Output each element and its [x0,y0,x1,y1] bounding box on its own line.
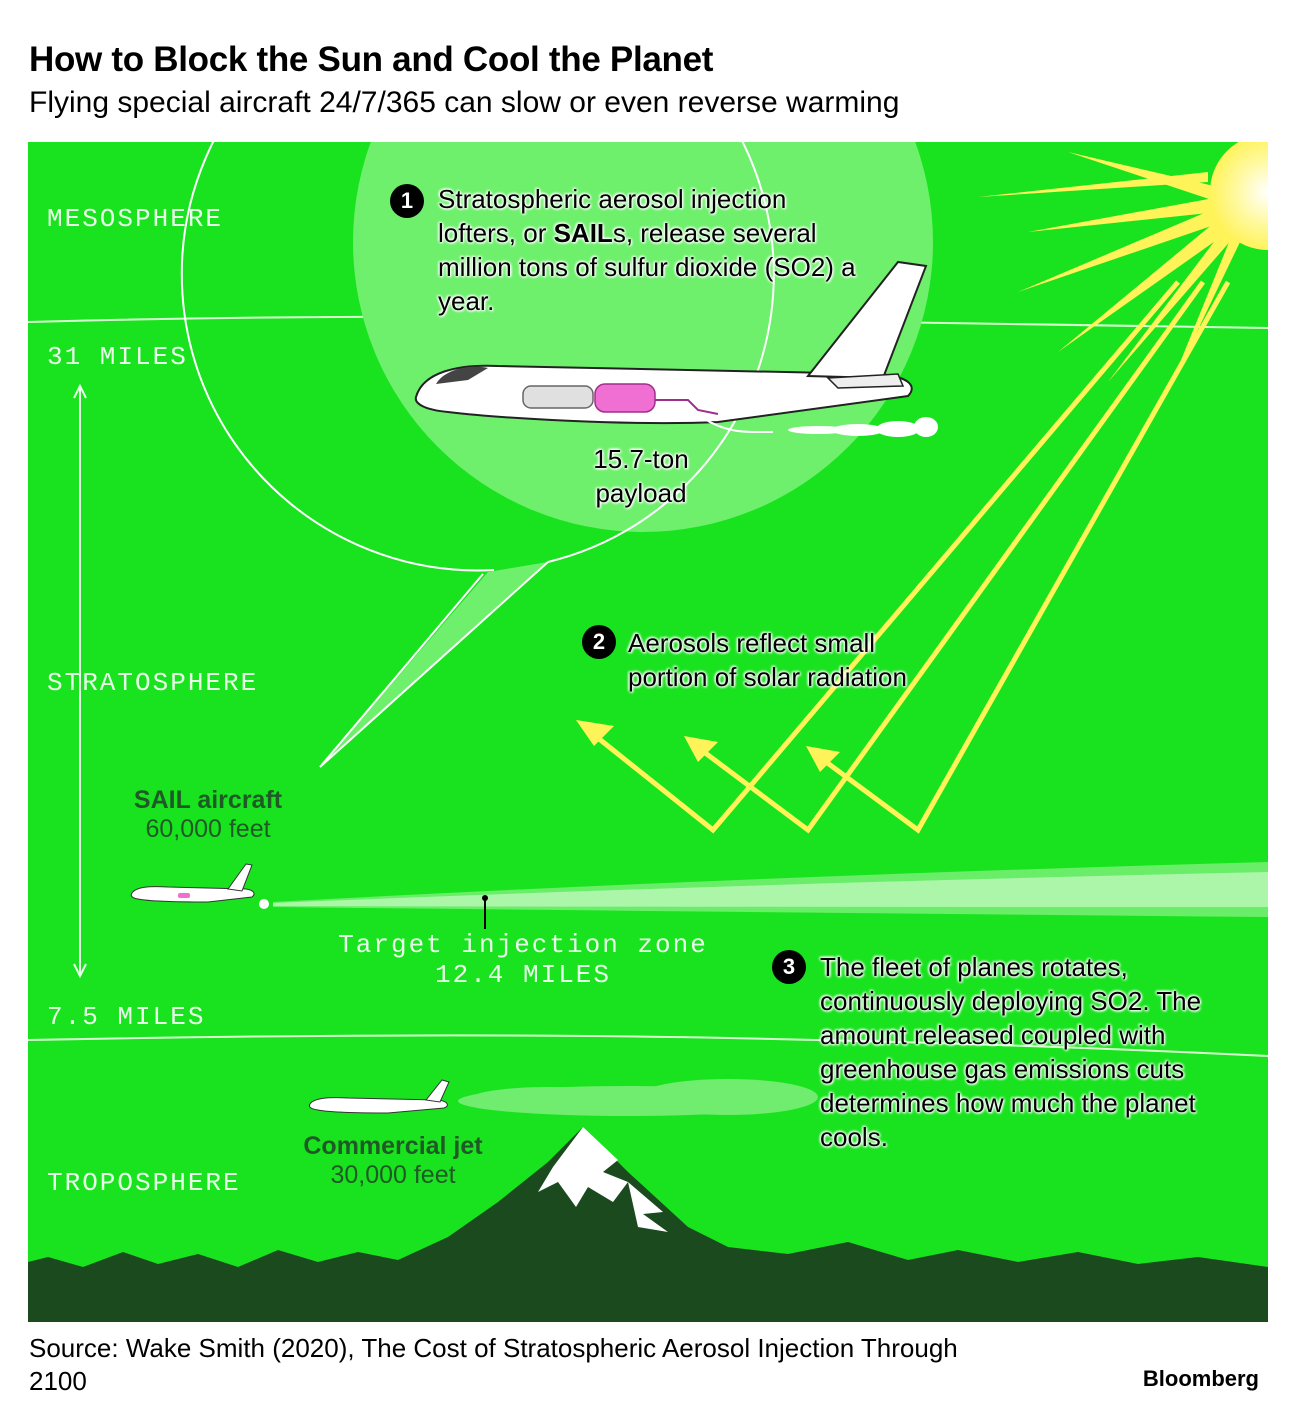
step-3-badge: 3 [772,950,806,984]
troposphere-label: TROPOSPHERE [47,1168,241,1198]
commercial-jet-icon [308,1079,450,1114]
atmosphere-diagram: MESOSPHERE 31 MILES STRATOSPHERE 7.5 MIL… [28,142,1268,1322]
payload-label: 15.7-ton payload [593,444,689,508]
sun-icon [1210,142,1268,250]
solar-radiation-rays [591,280,1231,834]
step-1-badge: 1 [390,184,424,218]
step-2-text: Aerosols reflect small portion of solar … [628,628,907,692]
step-3-text: The fleet of planes rotates, continuousl… [820,952,1202,1152]
source-note: Source: Wake Smith (2020), The Cost of S… [29,1333,958,1396]
detail-exhaust-plume [788,417,938,437]
step-2-badge: 2 [582,625,616,659]
diagram-graphics [28,142,1268,1322]
sail-aircraft-icon [130,863,255,903]
stratosphere-label: STRATOSPHERE [47,668,259,698]
sun-rays-icon [978,152,1240,392]
page-title: How to Block the Sun and Cool the Planet [29,40,714,79]
injection-zone-plume [259,862,1268,917]
sail-aircraft-detail-icon [414,260,928,434]
brand-logo: Bloomberg [1142,1366,1259,1391]
step-1-text: Stratospheric aerosol injection lofters,… [438,184,856,316]
altitude-top-label: 31 MILES [47,342,188,372]
altitude-arrow [73,383,87,979]
mesosphere-label: MESOSPHERE [47,204,224,234]
commercial-contrail [458,1079,818,1116]
page-subtitle: Flying special aircraft 24/7/365 can slo… [29,86,900,119]
reflection-arrowheads [576,720,840,772]
mountains-icon [28,1127,1268,1322]
troposphere-boundary-line [28,1034,1268,1057]
callout-bubble-outline [319,561,549,768]
altitude-bottom-label: 7.5 MILES [47,1002,206,1032]
